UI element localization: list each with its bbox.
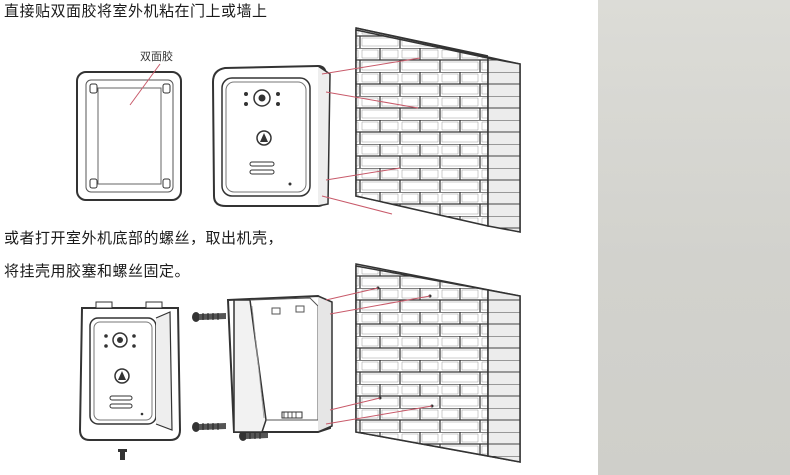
step2-caption-line2: 将挂壳用胶塞和螺丝固定。 [4, 262, 191, 280]
brick-wall-bottom [355, 263, 521, 463]
screw-bottom-left [192, 422, 226, 432]
outdoor-unit-angled [211, 64, 331, 207]
guide-lines-bottom [325, 287, 433, 425]
screw-bottom-right [239, 431, 268, 441]
side-panel-background [598, 0, 790, 475]
step2-caption-line1: 或者打开室外机底部的螺丝，取出机壳， [4, 229, 284, 247]
brick-wall-top [355, 27, 521, 233]
adhesive-label: 双面胶 [140, 50, 173, 63]
guide-lines-top [321, 57, 421, 215]
adhesive-back-plate [76, 63, 182, 201]
screw-top-left [192, 312, 226, 322]
outdoor-unit-front [78, 301, 182, 460]
step1-caption: 直接贴双面胶将室外机粘在门上或墙上 [4, 2, 268, 20]
mounting-screws [192, 312, 268, 441]
mounting-shell [226, 294, 333, 433]
